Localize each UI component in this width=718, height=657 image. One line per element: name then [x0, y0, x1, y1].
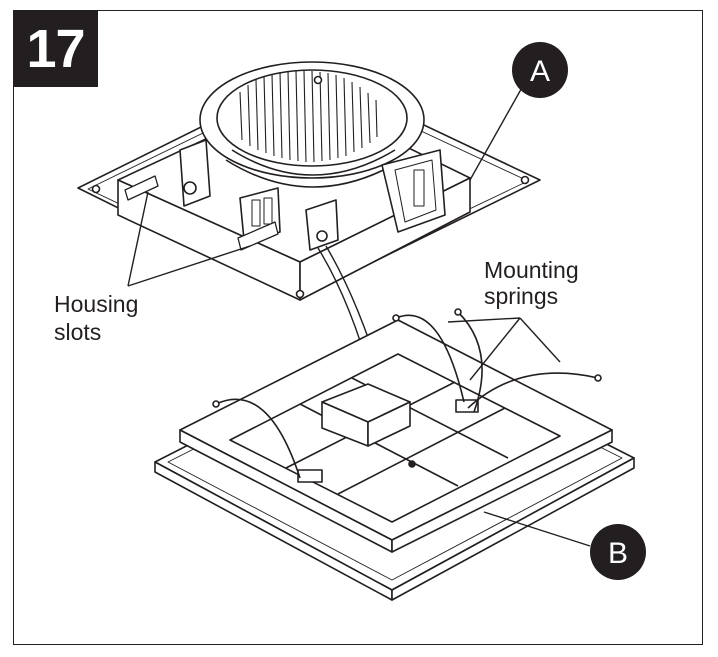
grille-illustration	[154, 319, 635, 601]
housing-slots-label-line2: slots	[54, 319, 101, 345]
housing-slots-label-line1: Housing	[54, 291, 138, 317]
step-number-badge: 17	[13, 10, 98, 87]
mounting-springs	[212, 308, 602, 479]
fan-housing-illustration	[77, 61, 541, 301]
callout-a: A	[512, 42, 568, 98]
callout-b: B	[590, 524, 646, 580]
mounting-springs-label-line1: Mounting	[484, 257, 579, 283]
callout-a-letter: A	[530, 55, 550, 88]
leader-lines	[127, 83, 591, 547]
callout-b-letter: B	[608, 537, 628, 570]
mounting-springs-label-line2: springs	[484, 283, 558, 309]
